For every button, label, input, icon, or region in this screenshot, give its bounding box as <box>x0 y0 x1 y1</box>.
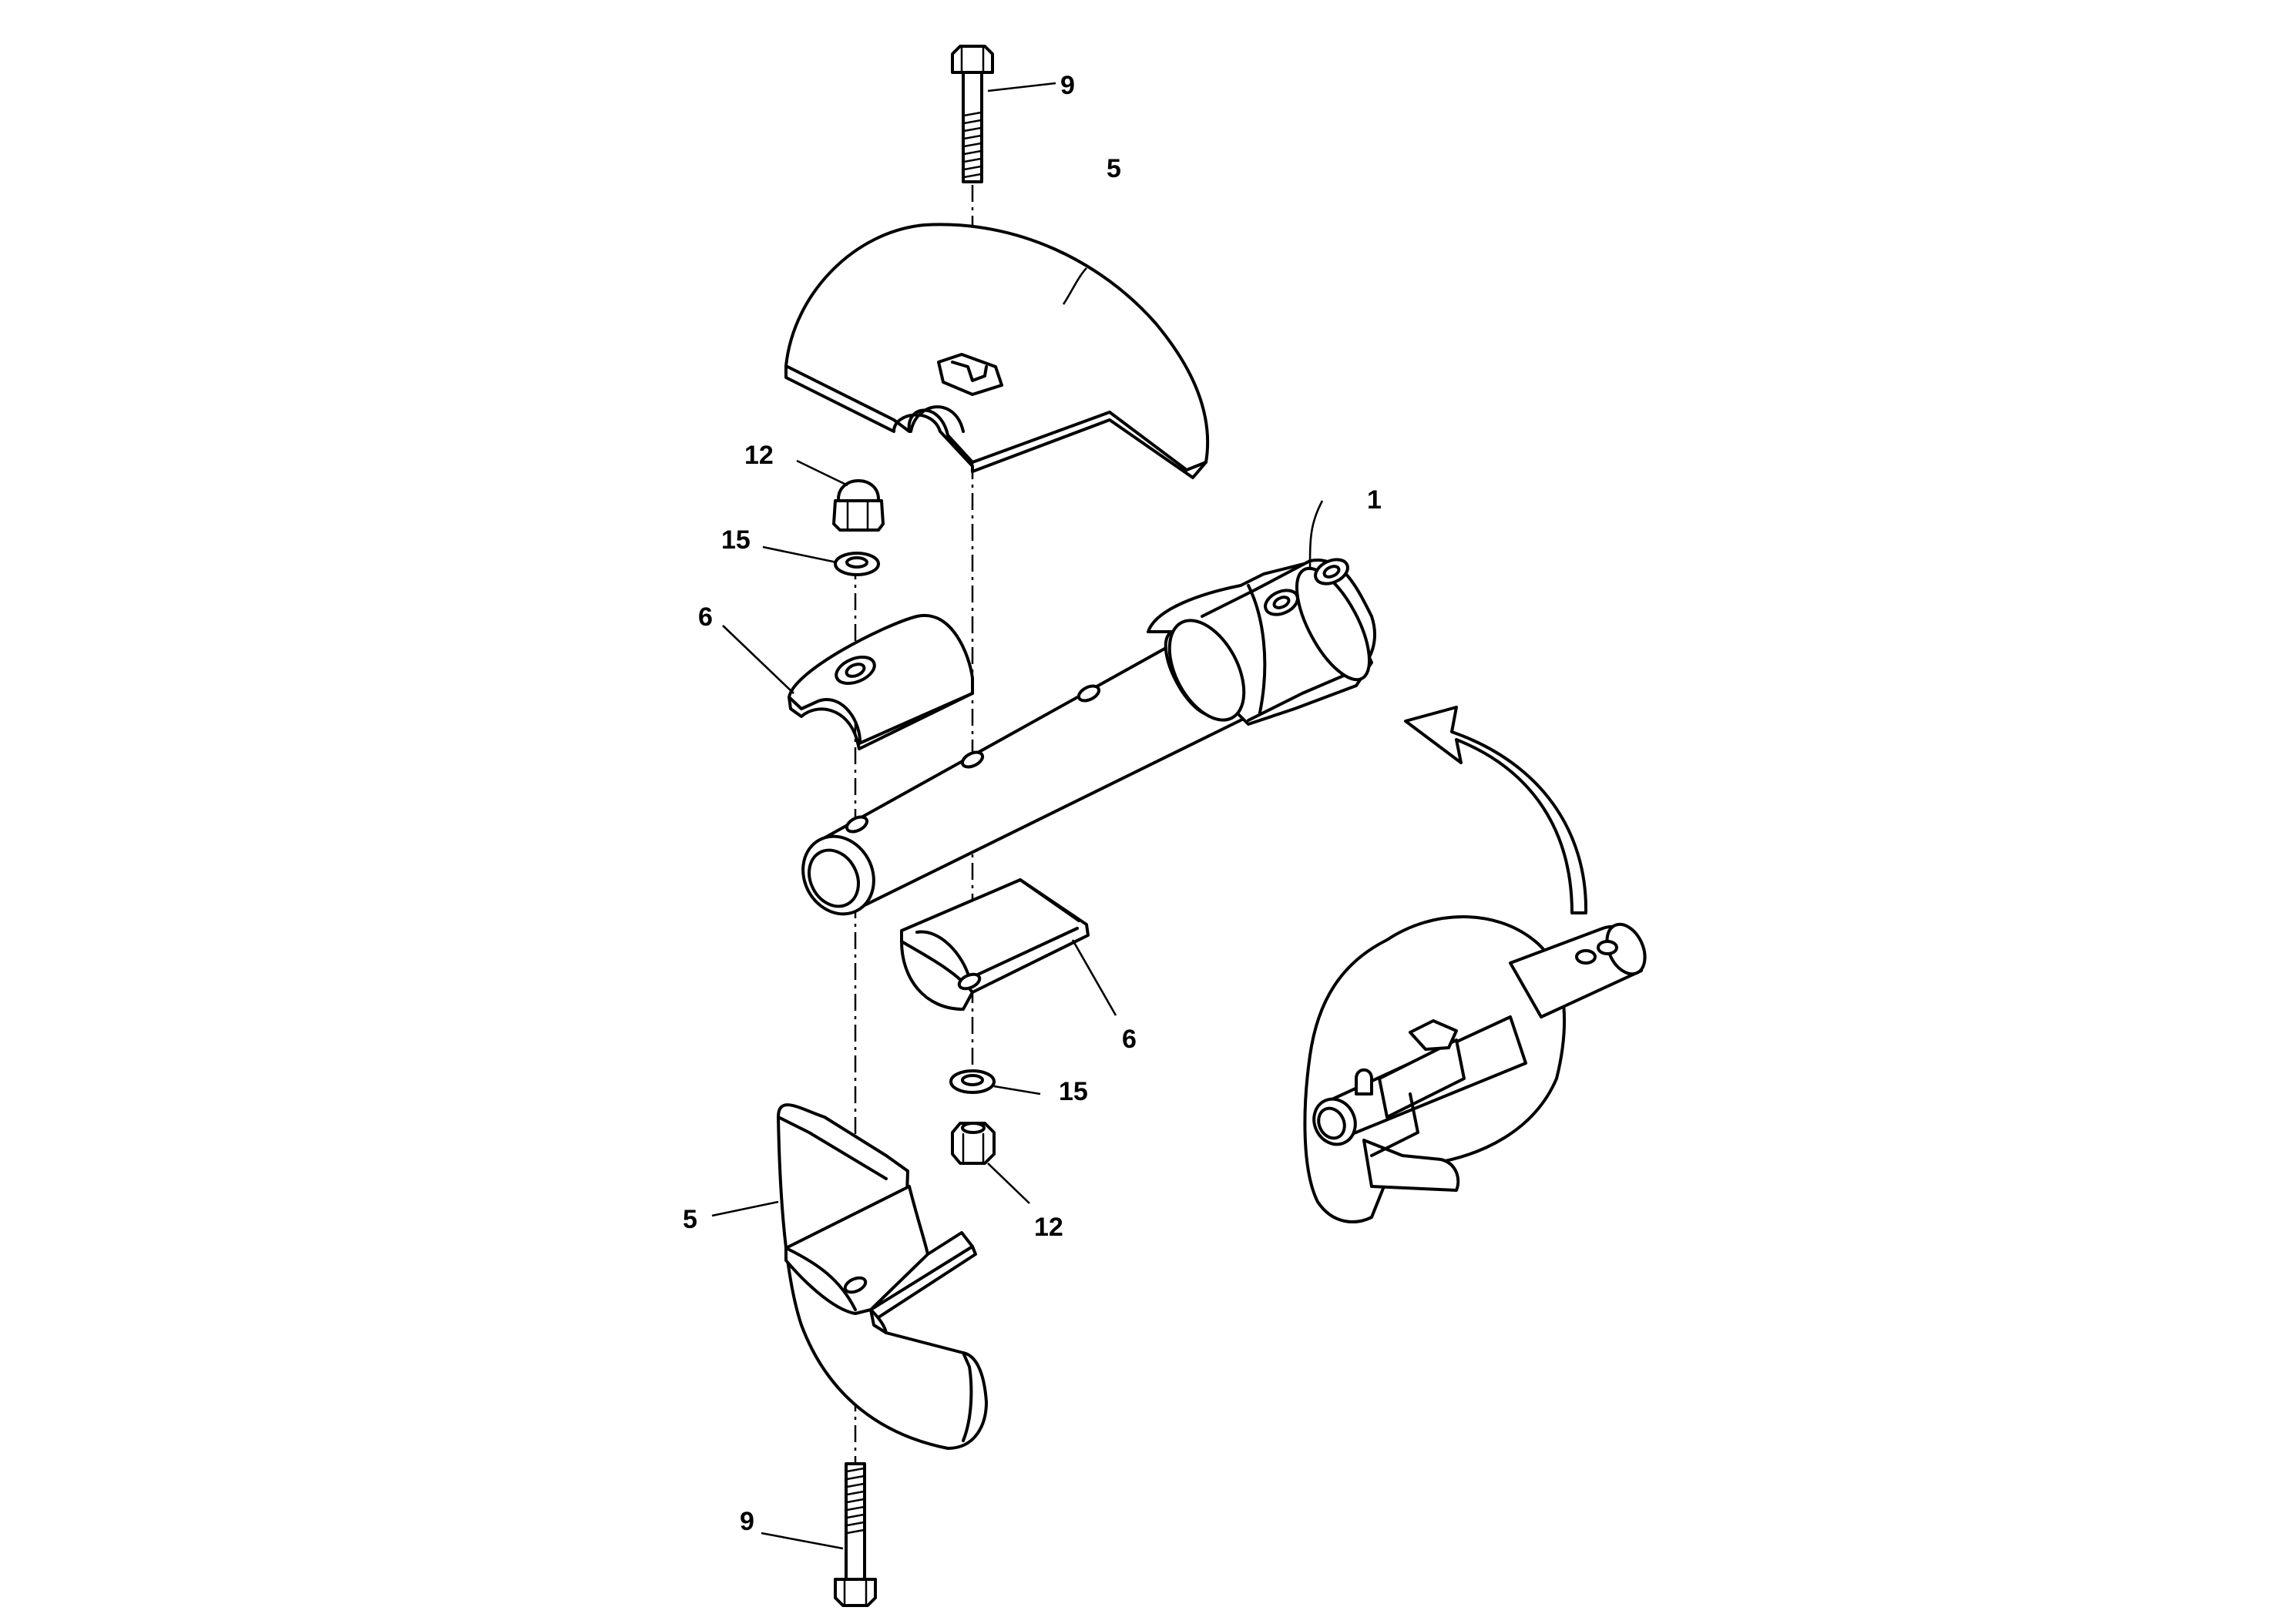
bolt-bottom <box>834 1462 877 1607</box>
assembled-view <box>1303 915 1647 1223</box>
callout-washer-top: 15 <box>721 525 751 555</box>
washer-top <box>834 552 880 576</box>
callout-bolt-bottom: 9 <box>740 1507 754 1536</box>
clamp-bottom <box>900 878 1090 1011</box>
cap-nut-top <box>832 479 885 532</box>
callout-blade-top: 5 <box>1107 154 1121 183</box>
blade-bottom <box>777 1103 988 1450</box>
callout-shaft: 1 <box>1367 485 1382 515</box>
clamp-top <box>788 613 974 750</box>
center-lines <box>854 185 974 1595</box>
callout-washer-bottom: 15 <box>1059 1077 1088 1106</box>
bolt-top <box>951 45 994 183</box>
callout-blade-bottom: 5 <box>683 1205 697 1234</box>
shaft <box>801 558 1376 916</box>
callout-cap-nut-top: 12 <box>744 441 774 470</box>
callouts: 9 5 12 15 1 6 6 15 12 5 9 <box>683 71 1382 1536</box>
curved-arrow-icon <box>1404 706 1588 914</box>
callout-bolt-top: 9 <box>1060 71 1075 100</box>
callout-clamp-top: 6 <box>698 602 713 632</box>
nut-bottom <box>951 1122 996 1165</box>
washer-bottom <box>949 1069 996 1094</box>
blade-top <box>784 223 1210 479</box>
leader-lines <box>711 82 1324 1550</box>
callout-clamp-bottom: 6 <box>1122 1025 1137 1054</box>
callout-nut-bottom: 12 <box>1034 1213 1063 1242</box>
